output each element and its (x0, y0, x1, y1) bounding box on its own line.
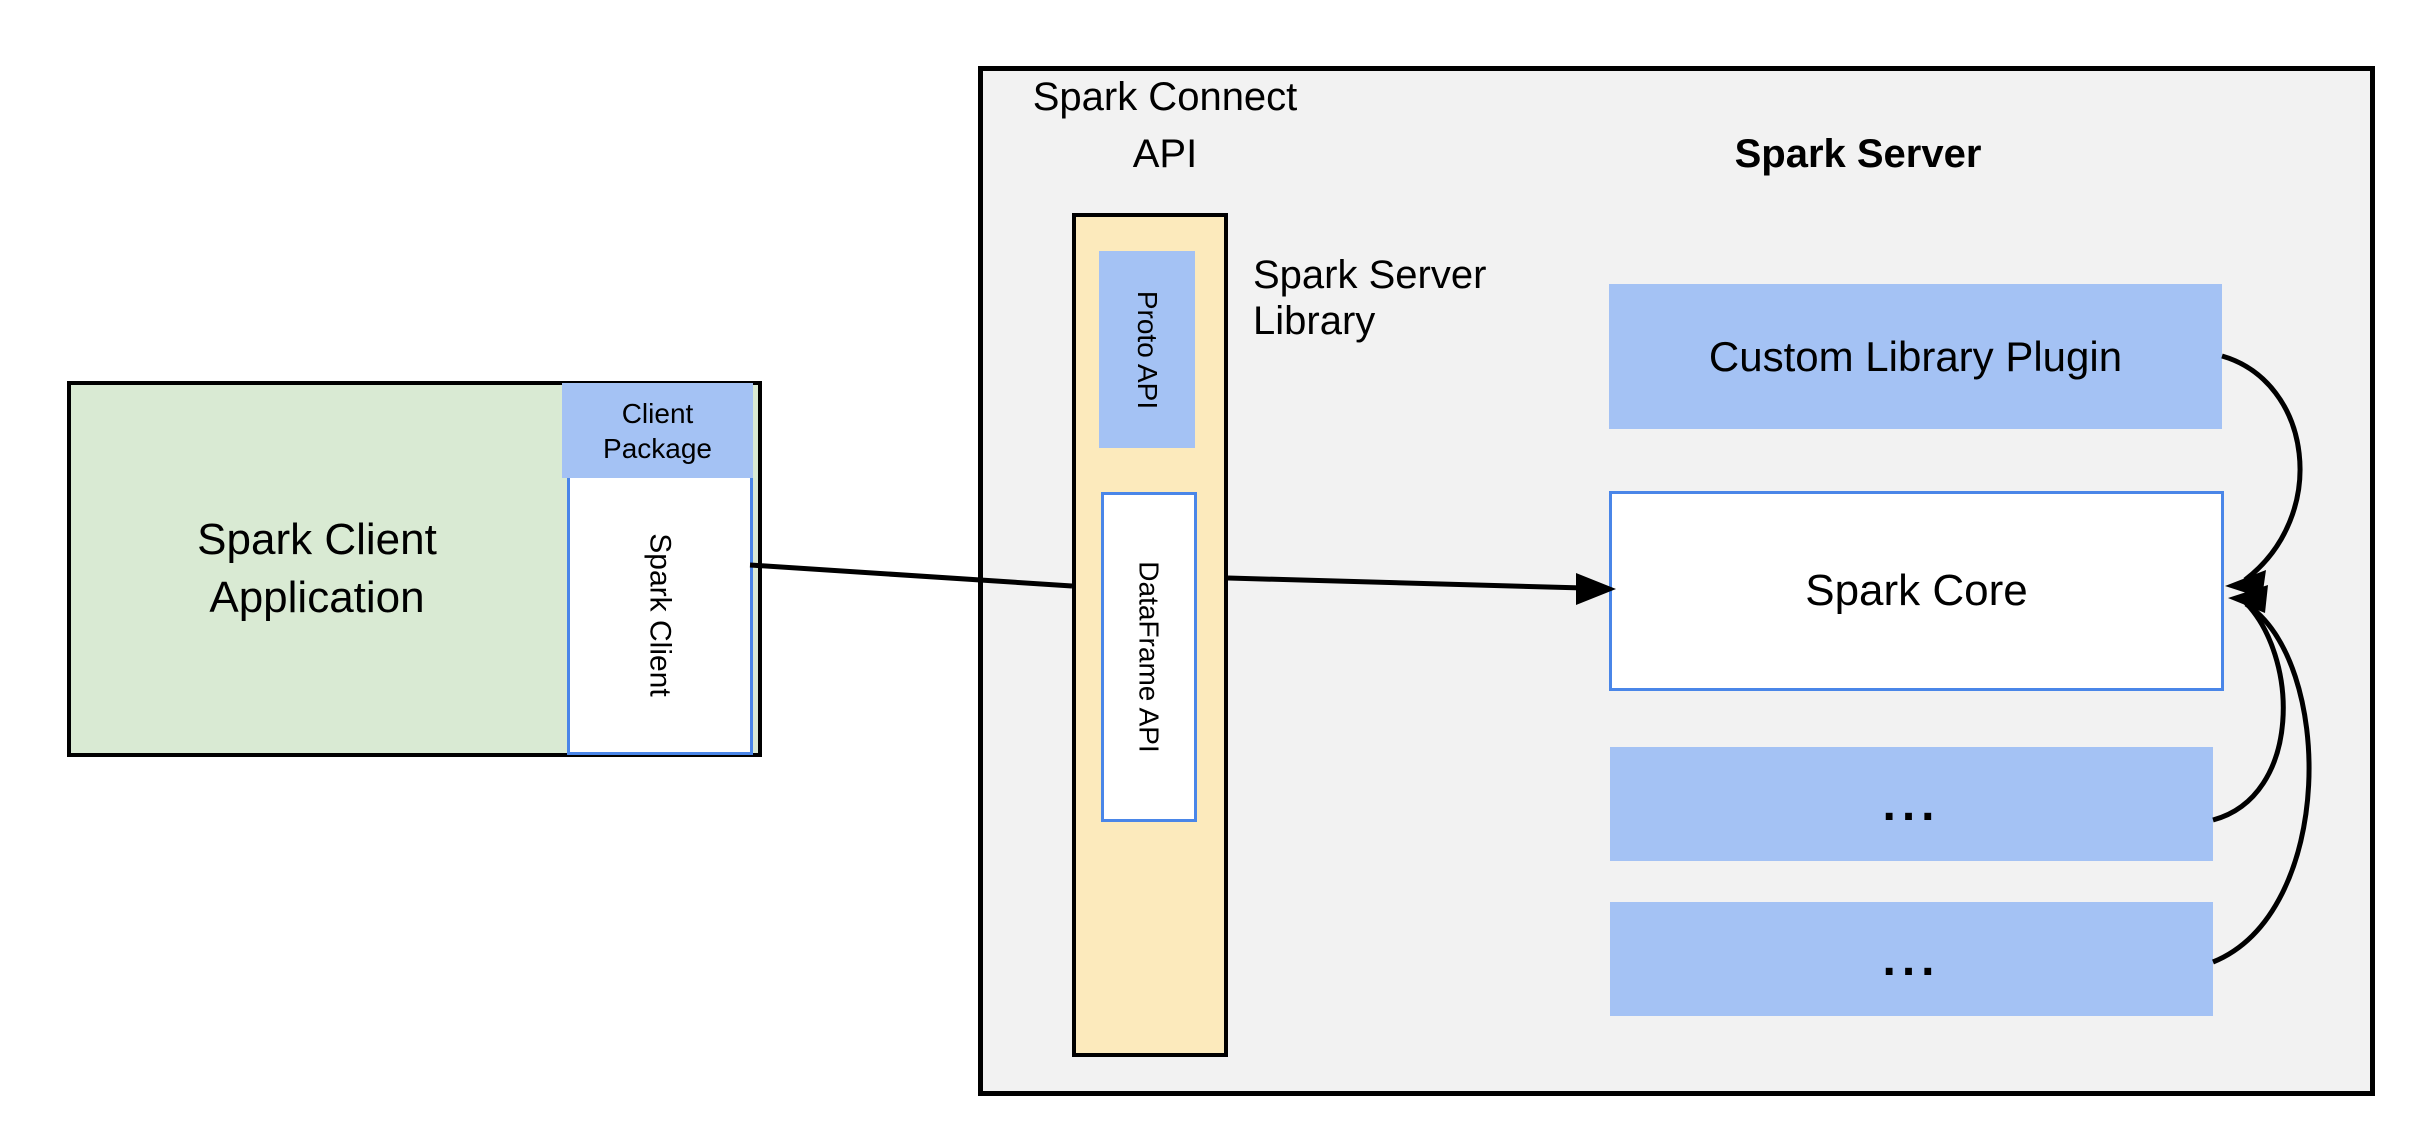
client-package-box: Client Package (562, 383, 753, 478)
spark-client-label: Spark Client (644, 532, 677, 697)
spark-core-box: Spark Core (1609, 491, 2224, 691)
module-row-2: ... (1610, 902, 2213, 1016)
spark-connect-api-title: Spark Connect API (1000, 66, 1330, 186)
client-package-line1: Client (621, 397, 694, 429)
custom-library-plugin-box: Custom Library Plugin (1609, 284, 2222, 429)
spark-server-library-line1: Spark Server (1253, 253, 1487, 297)
spark-server-library-line2: Library (1253, 299, 1376, 343)
proto-api-label: Proto API (1132, 290, 1164, 409)
spark-client-application-line2: Application (209, 573, 425, 622)
dataframe-api-box: DataFrame API (1101, 492, 1197, 822)
spark-connect-api-title-line2: API (1132, 132, 1198, 176)
dataframe-api-label: DataFrame API (1134, 561, 1165, 753)
spark-connect-api-title-line1: Spark Connect (1032, 75, 1298, 119)
spark-server-library-label: Spark Server Library (1253, 252, 1583, 344)
spark-server-title: Spark Server (1734, 132, 1982, 176)
spark-client-application-line1: Spark Client (197, 515, 437, 564)
spark-client-box: Spark Client (567, 474, 753, 755)
proto-api-box: Proto API (1099, 251, 1195, 448)
custom-library-plugin-label: Custom Library Plugin (1708, 332, 2123, 380)
spark-core-label: Spark Core (1805, 566, 2028, 615)
spark-client-application-label: Spark Client Application (67, 381, 567, 757)
module-row-1-label: ... (1882, 777, 1941, 831)
client-package-line2: Package (603, 432, 712, 464)
module-row-1: ... (1610, 747, 2213, 861)
module-row-2-label: ... (1882, 932, 1941, 986)
